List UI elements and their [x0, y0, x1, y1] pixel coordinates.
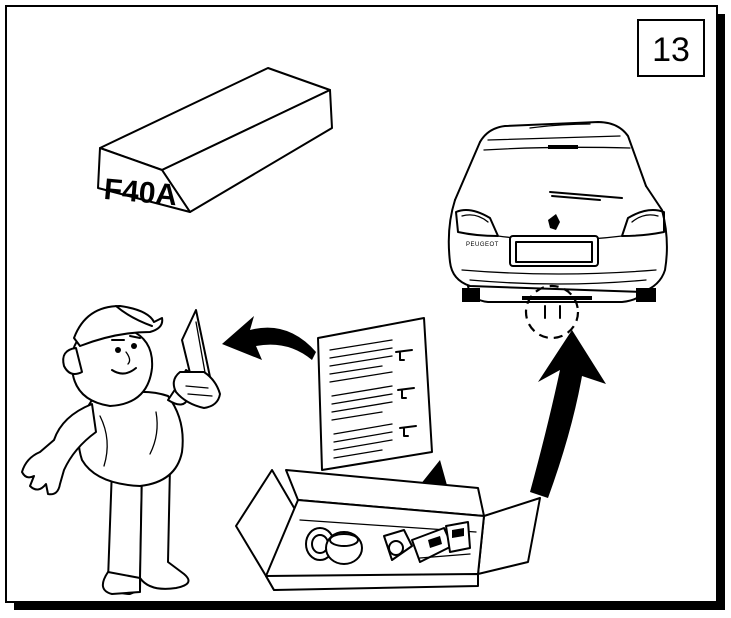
step-number: 13: [652, 31, 690, 69]
box-label: F40A: [102, 173, 178, 212]
product-box: F40A: [97, 67, 333, 213]
arrow-to-man-icon: [222, 316, 316, 360]
car-brand-text: PEUGEOT: [466, 242, 499, 248]
car-rear-view: PEUGEOT: [447, 121, 668, 340]
arrow-to-car-icon: [530, 330, 606, 498]
step-number-box: 13: [637, 19, 705, 77]
cartoon-man: [21, 305, 221, 595]
open-parts-box: [235, 469, 541, 591]
instruction-sheet: [317, 317, 433, 471]
